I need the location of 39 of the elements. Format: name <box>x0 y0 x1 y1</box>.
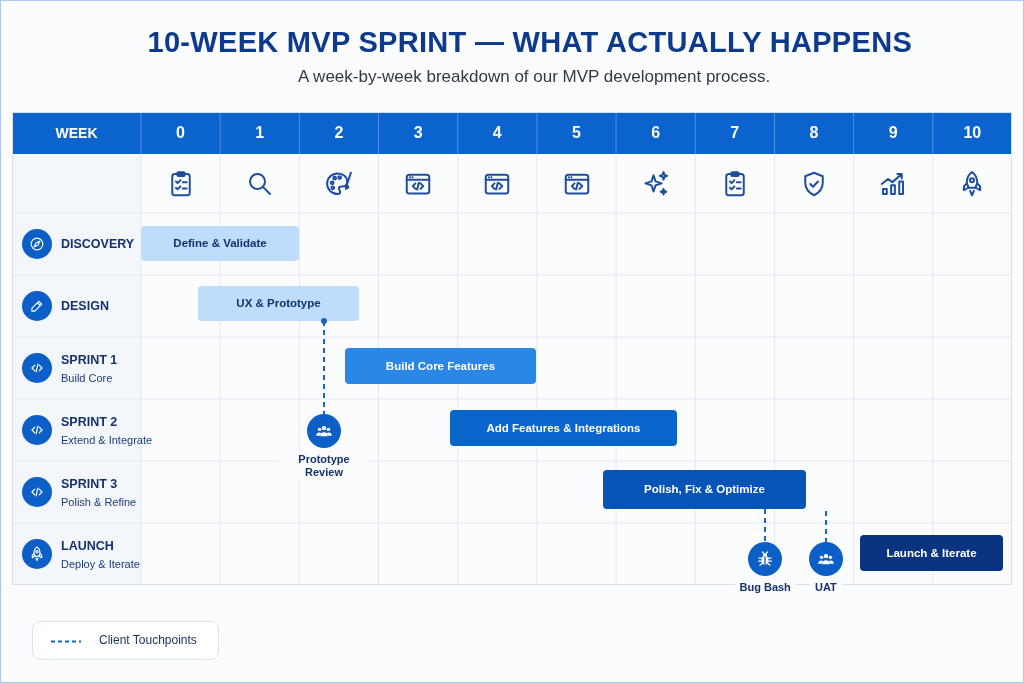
week-number: 4 <box>492 124 502 143</box>
dashed-connector <box>321 318 327 415</box>
dashed-connector <box>764 508 766 543</box>
legend-label: Client Touchpoints <box>99 634 197 648</box>
week-number: 7 <box>730 124 740 143</box>
phase-name: SPRINT 3 <box>61 477 118 492</box>
week-number: 6 <box>651 124 661 143</box>
phase-name: SPRINT 2 <box>61 415 118 430</box>
week-number: 5 <box>572 124 581 143</box>
week-number: 1 <box>255 124 265 143</box>
phase-name: DESIGN <box>61 299 109 314</box>
title: 10-WEEK MVP SPRINT — WHAT ACTUALLY HAPPENS <box>147 25 913 59</box>
phase-subtitle: Polish & Refine <box>61 495 137 509</box>
task-bar: Define & Validate <box>141 226 299 261</box>
phase-subtitle: Deploy & Iterate <box>61 557 140 571</box>
week-number: 8 <box>809 124 819 143</box>
task-bar: Polish, Fix & Optimize <box>603 470 806 509</box>
phase-subtitle: Extend & Integrate <box>61 433 153 447</box>
week-number: 9 <box>888 124 898 143</box>
phase-name: LAUNCH <box>61 539 114 554</box>
task-bar: Build Core Features <box>345 348 536 384</box>
phase-subtitle: Build Core <box>61 371 113 385</box>
column-header: WEEK <box>55 125 98 142</box>
team-icon <box>307 414 341 448</box>
dashed-connector <box>825 510 827 543</box>
week-number: 10 <box>963 124 982 143</box>
week-number: 2 <box>334 124 344 143</box>
week-number: 3 <box>413 124 423 143</box>
milestone-label: Bug Bash <box>734 580 796 595</box>
week-number: 0 <box>176 124 185 143</box>
bug-icon <box>748 542 782 576</box>
task-bar: Launch & Iterate <box>860 535 1003 571</box>
team-icon <box>809 542 843 576</box>
phase-name: DISCOVERY <box>61 237 135 252</box>
milestone-label: Prototype Review <box>279 452 369 480</box>
phase-name: SPRINT 1 <box>61 353 118 368</box>
task-bar: UX & Prototype <box>198 286 359 321</box>
task-bar: Add Features & Integrations <box>450 410 677 446</box>
subtitle: A week-by-week breakdown of our MVP development process. <box>298 67 771 87</box>
